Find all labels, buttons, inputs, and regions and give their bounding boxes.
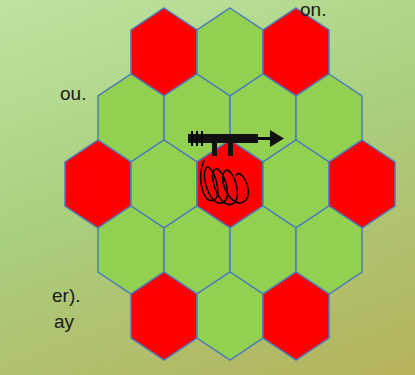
hex-cells bbox=[65, 8, 395, 360]
nozzle-tip bbox=[270, 130, 284, 147]
slide-text-fragment: on. bbox=[300, 0, 326, 21]
nozzle bbox=[258, 137, 270, 140]
flamethrower-icon bbox=[188, 130, 284, 205]
hex-cell bbox=[197, 272, 263, 360]
grip bbox=[228, 143, 233, 156]
hex-cell bbox=[131, 272, 197, 360]
slide-text-fragment: er). bbox=[52, 286, 81, 307]
hose-coil bbox=[201, 160, 249, 205]
slide-text-fragment: ou. bbox=[60, 84, 86, 105]
barrel-rib bbox=[196, 131, 198, 146]
grip bbox=[212, 143, 217, 156]
barrel-rib bbox=[201, 131, 203, 146]
barrel bbox=[188, 134, 258, 143]
slide-text-fragment: ay bbox=[54, 312, 74, 333]
barrel-rib bbox=[191, 131, 193, 146]
hex-cell bbox=[263, 272, 329, 360]
